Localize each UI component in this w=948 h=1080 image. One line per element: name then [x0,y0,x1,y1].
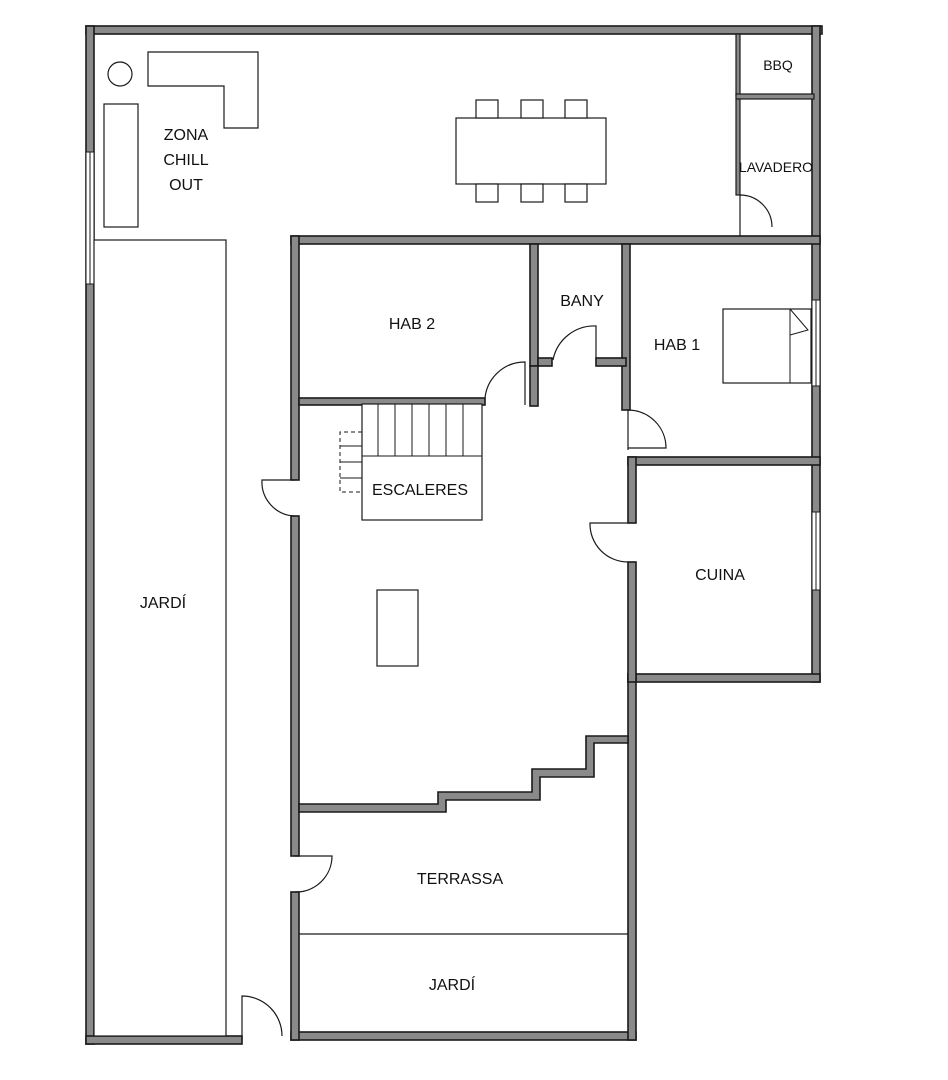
wall-hab2-right [529,243,539,367]
room-labels: ZONA CHILL OUT BBQ LAVADERO HAB 2 BANY H… [140,57,813,994]
wall-house-left-lower [290,891,300,1041]
chair [520,99,544,119]
furniture [93,51,812,1037]
chair [475,183,499,203]
door-garden-gate [241,995,283,1040]
label-hab2: HAB 2 [389,316,435,333]
wall-bottom-right [290,1031,637,1041]
doors [241,194,773,1040]
door-hab2 [484,361,526,405]
lounger [103,103,139,228]
interior-walls [290,33,821,1041]
wall-bottom-left [85,1035,243,1045]
wall-top [85,25,823,35]
label-escaleres: ESCALERES [372,482,468,499]
dining-table [455,117,607,185]
wall-hab2-right-low [529,365,539,407]
garden-strip [93,239,227,1037]
door-cuina [589,522,629,563]
label-jardi-bottom: JARDÍ [429,975,476,994]
label-jardi-side: JARDÍ [140,593,187,612]
wall-stepped [298,735,629,813]
bed [722,308,812,384]
island [376,589,419,667]
label-bany: BANY [560,293,604,310]
label-chill: CHILL [163,152,208,169]
wall-cuina-bottom [627,673,821,683]
wall-bany-bottom-left [537,357,553,367]
wall-bbq-left [735,33,741,97]
round-table [107,61,133,87]
wall-bany-right [621,243,631,411]
wall-house-left-middle [290,515,300,857]
chair [520,183,544,203]
wall-lavadero-left [735,98,741,196]
wall-cuina-left-lower [627,561,637,683]
door-hab1 [627,409,667,450]
l-sofa [147,51,259,129]
label-out: OUT [169,177,203,194]
door-stairs-left [261,479,296,517]
door-terrassa [294,855,333,893]
stairs-box [361,403,483,521]
wall-hab1-bottom [627,456,821,466]
wall-house-left-upper [290,235,300,481]
label-terrassa: TERRASSA [417,871,504,888]
wall-right-lower [627,673,637,1041]
wall-house-top [290,235,821,245]
label-lavadero: LAVADERO [739,159,813,175]
label-cuina: CUINA [695,567,745,584]
label-hab1: HAB 1 [654,337,700,354]
chair [564,99,588,119]
label-zona: ZONA [164,127,209,144]
door-bany [552,325,597,361]
chair [475,99,499,119]
wall-cuina-left-upper [627,456,637,524]
staircase [339,403,483,521]
wall-bbq-bottom [735,93,815,100]
label-bbq: BBQ [763,57,793,73]
wall-bany-bottom-right [595,357,627,367]
chair [564,183,588,203]
windows [85,151,821,591]
door-lavadero [739,194,773,236]
